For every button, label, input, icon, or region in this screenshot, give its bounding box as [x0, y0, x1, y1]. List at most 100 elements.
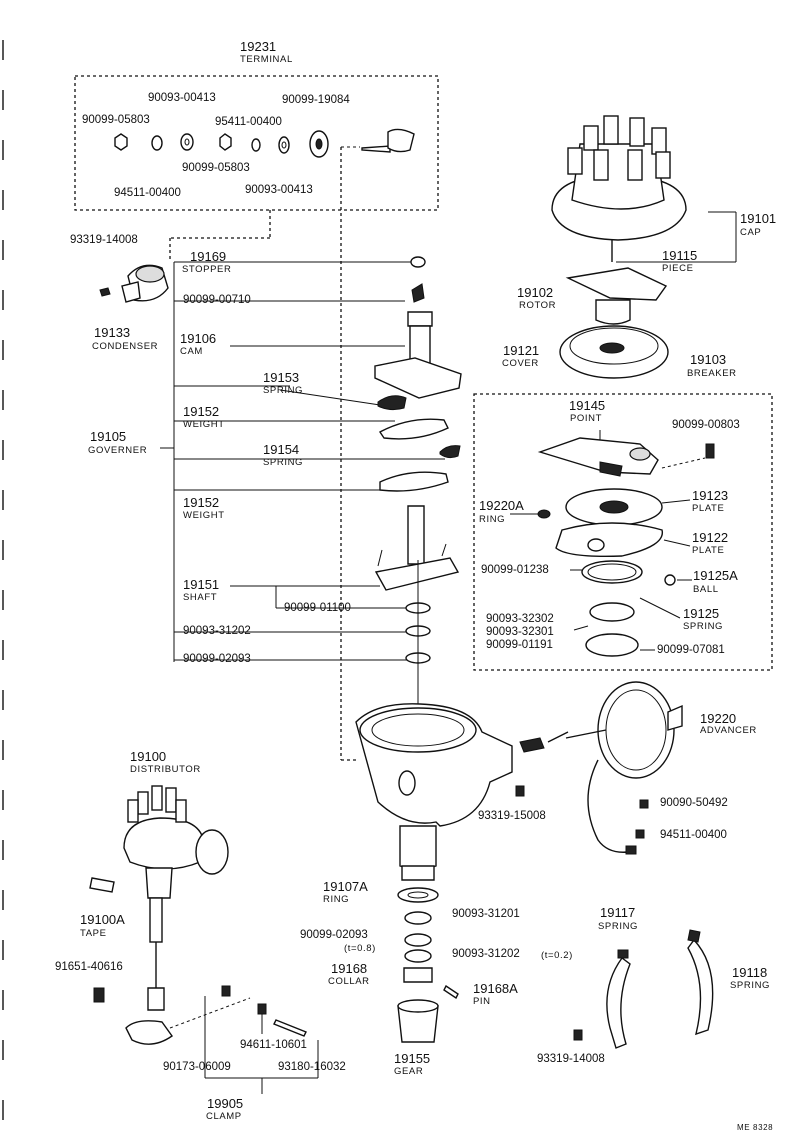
tape-number: 19100A — [80, 912, 125, 927]
clamp-part-10601: 94611-10601 — [240, 1039, 307, 1051]
spring-19117-number: 19117 — [600, 905, 636, 920]
snap-ring-part: 90099-07081 — [657, 644, 725, 656]
advancer-part-00400: 94511-00400 — [660, 829, 727, 841]
breaker-part-01191: 90099-01191 — [486, 639, 553, 651]
clamp-bracket — [204, 996, 319, 1094]
breaker-part-01238: 90099-01238 — [481, 564, 549, 576]
advancer-part-50492: 90090-50492 — [660, 797, 728, 809]
diagram-code: ME 8328 — [737, 1123, 774, 1132]
breaker-part-32302: 90093-32302 — [486, 613, 554, 625]
ball-number: 19125A — [693, 568, 738, 583]
breaker-group-box — [473, 393, 773, 671]
breaker-part-32301: 90093-32301 — [486, 626, 554, 638]
ring-19220a-name: RING — [479, 514, 506, 525]
cap-name: CAP — [740, 227, 762, 238]
washer-90099-02093-lower: 90099-02093 — [300, 929, 368, 941]
cam-name: CAM — [180, 346, 203, 357]
breaker-number: 19103 — [690, 352, 727, 367]
stopper-pin-part: 90099-00710 — [183, 294, 251, 306]
stopper-name: STOPPER — [182, 264, 232, 275]
gear-number: 19155 — [394, 1051, 431, 1066]
weight-lower-name: WEIGHT — [183, 510, 225, 521]
terminal-nuts — [114, 128, 415, 158]
spring-19118-name: SPRING — [730, 980, 771, 991]
cover-drawing — [559, 325, 669, 379]
spring-19117-bolt-part: 93319-14008 — [537, 1053, 605, 1065]
advancer-drawing — [515, 681, 683, 855]
spring-19154-name: SPRING — [263, 457, 304, 468]
clamp-part-06009: 90173-06009 — [163, 1061, 231, 1073]
cover-name: COVER — [502, 358, 539, 369]
ball-name: BALL — [693, 584, 719, 595]
rotor-name: ROTOR — [519, 300, 557, 311]
weight-upper-number: 19152 — [183, 404, 220, 419]
spring-19153-number: 19153 — [263, 370, 300, 385]
spring-19153-name: SPRING — [263, 385, 304, 396]
governer-number: 19105 — [90, 429, 127, 444]
point-number: 19145 — [569, 398, 606, 413]
ring-19107a-number: 19107A — [323, 879, 368, 894]
spring-19125-number: 19125 — [683, 606, 720, 621]
washer-90093-31201: 90093-31201 — [452, 908, 520, 920]
point-screw-part: 90099-00803 — [672, 419, 740, 431]
washer-90093-31202-thickness: (t=0.2) — [541, 950, 573, 961]
breaker-parts — [537, 437, 715, 657]
advancer-number: 19220 — [700, 711, 737, 726]
ring-19107a-name: RING — [323, 894, 350, 905]
distributor-name: DISTRIBUTOR — [130, 764, 201, 775]
cover-number: 19121 — [503, 343, 540, 358]
spring-19154-number: 19154 — [263, 442, 300, 457]
stopper-number: 19169 — [190, 249, 227, 264]
washer-90099-02093-thickness: (t=0.8) — [344, 943, 376, 954]
terminal-name: TERMINAL — [240, 54, 293, 65]
pin-number: 19168A — [473, 981, 518, 996]
terminal-part-1: 90093-00413 — [148, 92, 216, 104]
terminal-part-2: 90099-19084 — [282, 94, 350, 106]
terminal-part-3: 90099-05803 — [82, 114, 150, 126]
condenser-number: 19133 — [94, 325, 131, 340]
spring-19125-name: SPRING — [683, 621, 724, 632]
weight-upper-name: WEIGHT — [183, 419, 225, 430]
collar-name: COLLAR — [328, 976, 370, 987]
shaft-part: 90099-01100 — [284, 602, 351, 614]
distributor-bolt-part: 91651-40616 — [55, 961, 123, 973]
cap-number: 19101 — [740, 211, 777, 226]
washer-90093-31202-upper: 90093-31202 — [183, 625, 251, 637]
plate-19123-name: PLATE — [692, 503, 725, 514]
breaker-name: BREAKER — [687, 368, 737, 379]
distributor-assembly-drawing — [89, 785, 307, 1045]
piece-number: 19115 — [662, 248, 698, 263]
terminal-return-line — [340, 147, 358, 761]
clamp-name: CLAMP — [206, 1111, 242, 1122]
breaker-leaders — [510, 430, 706, 651]
weight-lower-number: 19152 — [183, 495, 220, 510]
shaft-number: 19151 — [183, 577, 220, 592]
governer-name: GOVERNER — [88, 445, 148, 456]
tape-name: TAPE — [80, 928, 107, 939]
clamp-number: 19905 — [207, 1096, 244, 1111]
terminal-group-box — [74, 75, 439, 211]
piece-name: PIECE — [662, 263, 694, 274]
plate-19122-number: 19122 — [692, 530, 729, 545]
terminal-number: 19231 — [240, 39, 277, 54]
washer-90093-31202-lower: 90093-31202 — [452, 948, 520, 960]
spring-19117-name: SPRING — [598, 921, 639, 932]
point-name: POINT — [570, 413, 603, 424]
collar-number: 19168 — [331, 961, 368, 976]
clamp-part-16032: 93180-16032 — [278, 1061, 346, 1073]
ring-19220a-number: 19220A — [479, 498, 524, 513]
terminal-part-6: 94511-00400 — [114, 187, 181, 199]
cap-drawing — [551, 115, 687, 262]
rotor-number: 19102 — [517, 285, 554, 300]
terminal-part-7: 90093-00413 — [245, 184, 313, 196]
spring-19118-number: 19118 — [732, 965, 768, 980]
terminal-part-4: 95411-00400 — [215, 116, 282, 128]
condenser-bolt-part: 93319-14008 — [70, 234, 138, 246]
rotor-drawing — [565, 267, 668, 325]
plate-19123-number: 19123 — [692, 488, 729, 503]
governer-parts — [374, 256, 462, 740]
cam-number: 19106 — [180, 331, 217, 346]
housing-drawing — [355, 703, 513, 881]
advancer-name: ADVANCER — [700, 725, 757, 736]
condenser-name: CONDENSER — [92, 341, 159, 352]
